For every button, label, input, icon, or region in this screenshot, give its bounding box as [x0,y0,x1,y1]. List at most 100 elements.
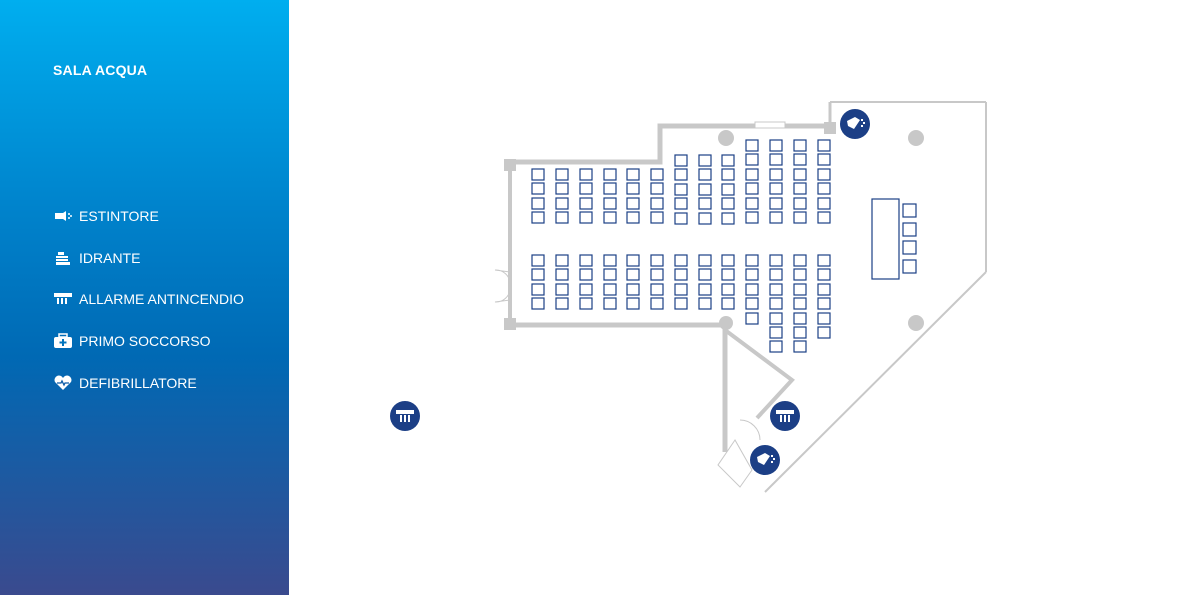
seat [769,197,783,210]
seat [555,168,569,181]
doors [494,269,761,488]
fire-alarm-marker[interactable] [770,401,800,431]
seat [745,153,759,166]
seat [531,297,545,310]
seat [674,283,688,296]
seat [650,254,664,267]
seat [745,312,759,325]
seat [626,297,640,310]
seat [793,312,807,325]
seat [579,297,593,310]
seat [674,183,688,196]
seat [793,340,807,353]
seat [626,254,640,267]
legend-item-estintore[interactable]: ESTINTORE [53,206,159,226]
legend-label: PRIMO SOCCORSO [79,333,211,349]
seat [579,182,593,195]
seat [698,197,712,210]
seat [769,168,783,181]
legend-item-idrante[interactable]: IDRANTE [53,248,140,268]
seat [626,182,640,195]
seat [603,297,617,310]
seat [745,297,759,310]
legend-label: ALLARME ANTINCENDIO [79,291,244,307]
seat [745,182,759,195]
seat [531,168,545,181]
seat [769,326,783,339]
seat [745,283,759,296]
seat [650,297,664,310]
seat [817,182,831,195]
seat [698,297,712,310]
legend-item-defibrillatore[interactable]: DEFIBRILLATORE [53,373,197,393]
seat [793,211,807,224]
seat [817,254,831,267]
seat [721,268,735,281]
speaker-seat [902,259,917,274]
seat [793,153,807,166]
legend-item-allarme[interactable]: ALLARME ANTINCENDIO [53,289,244,309]
seat [674,268,688,281]
first-aid-icon [53,333,73,349]
seat [603,211,617,224]
seat [769,182,783,195]
seat [817,312,831,325]
seat [603,268,617,281]
speaker-seat [902,222,917,237]
seat [721,212,735,225]
sidebar: SALA ACQUA ESTINTORE IDRANTE ALLARME ANT… [0,0,289,595]
seat [721,297,735,310]
seat [721,197,735,210]
seat [721,254,735,267]
seat [626,168,640,181]
seat [745,197,759,210]
seat [721,283,735,296]
seat [721,183,735,196]
seat [603,168,617,181]
seat [817,139,831,152]
fire-alarm-marker[interactable] [390,401,420,431]
seat [769,153,783,166]
seat [579,197,593,210]
seat [531,197,545,210]
seat [626,197,640,210]
seat [793,297,807,310]
seat [817,326,831,339]
seat [555,211,569,224]
stage-table [871,198,900,280]
fire-alarm-icon [53,291,73,307]
legend-item-primo-soccorso[interactable]: PRIMO SOCCORSO [53,331,210,351]
seat [769,211,783,224]
seat [603,254,617,267]
speaker-seat [902,240,917,255]
seat [579,211,593,224]
seat [603,182,617,195]
seat [579,254,593,267]
seat [793,168,807,181]
seat [817,153,831,166]
fire-extinguisher-marker[interactable] [750,445,780,475]
seat [721,168,735,181]
seat [650,182,664,195]
seat [698,268,712,281]
seat [745,254,759,267]
seat [793,197,807,210]
seat [555,268,569,281]
seat [603,283,617,296]
columns [718,130,924,331]
seat [769,283,783,296]
seat [698,154,712,167]
seat [674,212,688,225]
fire-extinguisher-marker[interactable] [840,109,870,139]
seat [698,283,712,296]
seat [817,283,831,296]
seat [650,168,664,181]
seat [769,254,783,267]
seat [745,139,759,152]
room-title: SALA ACQUA [53,62,148,78]
seat [674,297,688,310]
seat [769,139,783,152]
seat [817,168,831,181]
seat [817,268,831,281]
seat [555,283,569,296]
